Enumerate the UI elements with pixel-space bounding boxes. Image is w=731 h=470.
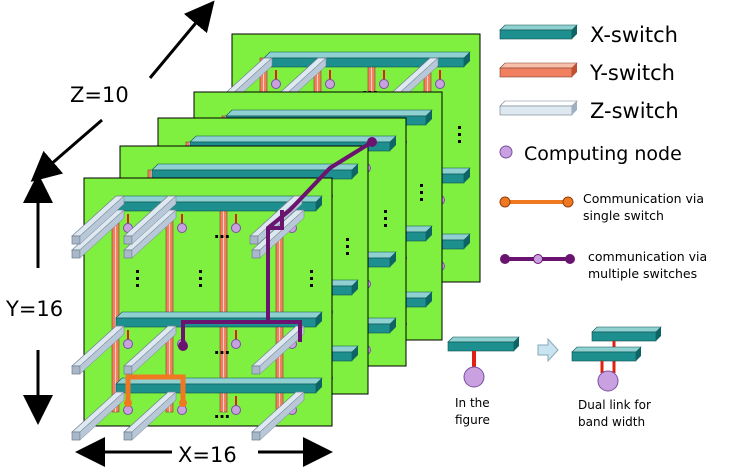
legend-z-switch-swatch — [499, 100, 578, 116]
y-switch — [111, 201, 120, 413]
legend-multi-switch-line2: multiple switches — [588, 266, 697, 281]
computing-node — [123, 339, 133, 349]
z-switch — [123, 209, 177, 259]
computing-node — [231, 339, 241, 349]
legend-y-switch-swatch — [499, 62, 578, 78]
x-switch — [263, 51, 471, 68]
z-switch — [251, 325, 305, 375]
z-switch — [123, 391, 177, 441]
x-switch — [151, 163, 359, 180]
inset-single-link — [447, 336, 520, 388]
legend-node-icon — [499, 145, 513, 159]
vertical-ellipsis — [136, 270, 139, 287]
computing-node — [325, 79, 335, 89]
vertical-ellipsis — [458, 126, 461, 143]
x-switch — [115, 377, 323, 394]
ellipsis: … — [214, 403, 230, 422]
legend-x-switch-label: X-switch — [590, 23, 678, 47]
z-axis-label: Z=10 — [70, 83, 129, 107]
computing-node — [231, 405, 241, 415]
multi-switch-path — [178, 137, 377, 351]
board-front: … … … — [71, 177, 333, 441]
inset-dual-link — [571, 326, 662, 392]
z-switch — [251, 391, 305, 441]
computing-node — [177, 223, 187, 233]
legend-z-switch-label: Z-switch — [590, 99, 679, 123]
legend-single-switch-line1: Communication via — [583, 191, 704, 206]
z-switch — [71, 391, 125, 441]
inset-left-caption-line2: figure — [455, 413, 490, 427]
vertical-ellipsis — [310, 270, 313, 287]
vertical-ellipsis — [384, 210, 387, 227]
x-switch — [115, 311, 323, 328]
legend: X-switch Y-switch Z-switch Computing nod… — [499, 23, 707, 281]
computing-node — [435, 79, 445, 89]
computing-node — [379, 79, 389, 89]
legend-single-switch-line2: single switch — [583, 208, 664, 223]
inset-transform-arrow — [537, 337, 559, 363]
legend-single-switch-icon — [499, 196, 574, 208]
inset-left-caption-line1: In the — [455, 396, 490, 410]
legend-node-label: Computing node — [524, 143, 682, 165]
legend-multi-switch-icon — [500, 254, 575, 264]
z-switch — [123, 325, 177, 375]
vertical-ellipsis — [346, 238, 349, 255]
x-axis-label: X=16 — [178, 443, 237, 467]
legend-multi-switch-line1: communication via — [588, 249, 707, 264]
computing-node — [271, 79, 281, 89]
ellipsis: … — [214, 223, 230, 242]
vertical-ellipsis — [199, 270, 202, 287]
z-switch — [71, 195, 125, 245]
inset-right-caption-line2: band width — [578, 415, 645, 429]
vertical-ellipsis — [420, 184, 423, 201]
single-switch-path — [124, 374, 187, 407]
z-switch — [71, 325, 125, 375]
z-switch — [71, 209, 125, 259]
board-stack: ……………………………………… — [71, 33, 481, 441]
legend-x-switch-swatch — [499, 24, 578, 40]
z-axis-arrow — [30, 0, 215, 182]
inset-right-caption-line1: Dual link for — [578, 398, 651, 412]
z-switch — [123, 195, 177, 245]
y-axis-label: Y=16 — [5, 297, 63, 321]
computing-node — [231, 223, 241, 233]
legend-y-switch-label: Y-switch — [589, 61, 675, 85]
ellipsis: … — [214, 339, 230, 358]
